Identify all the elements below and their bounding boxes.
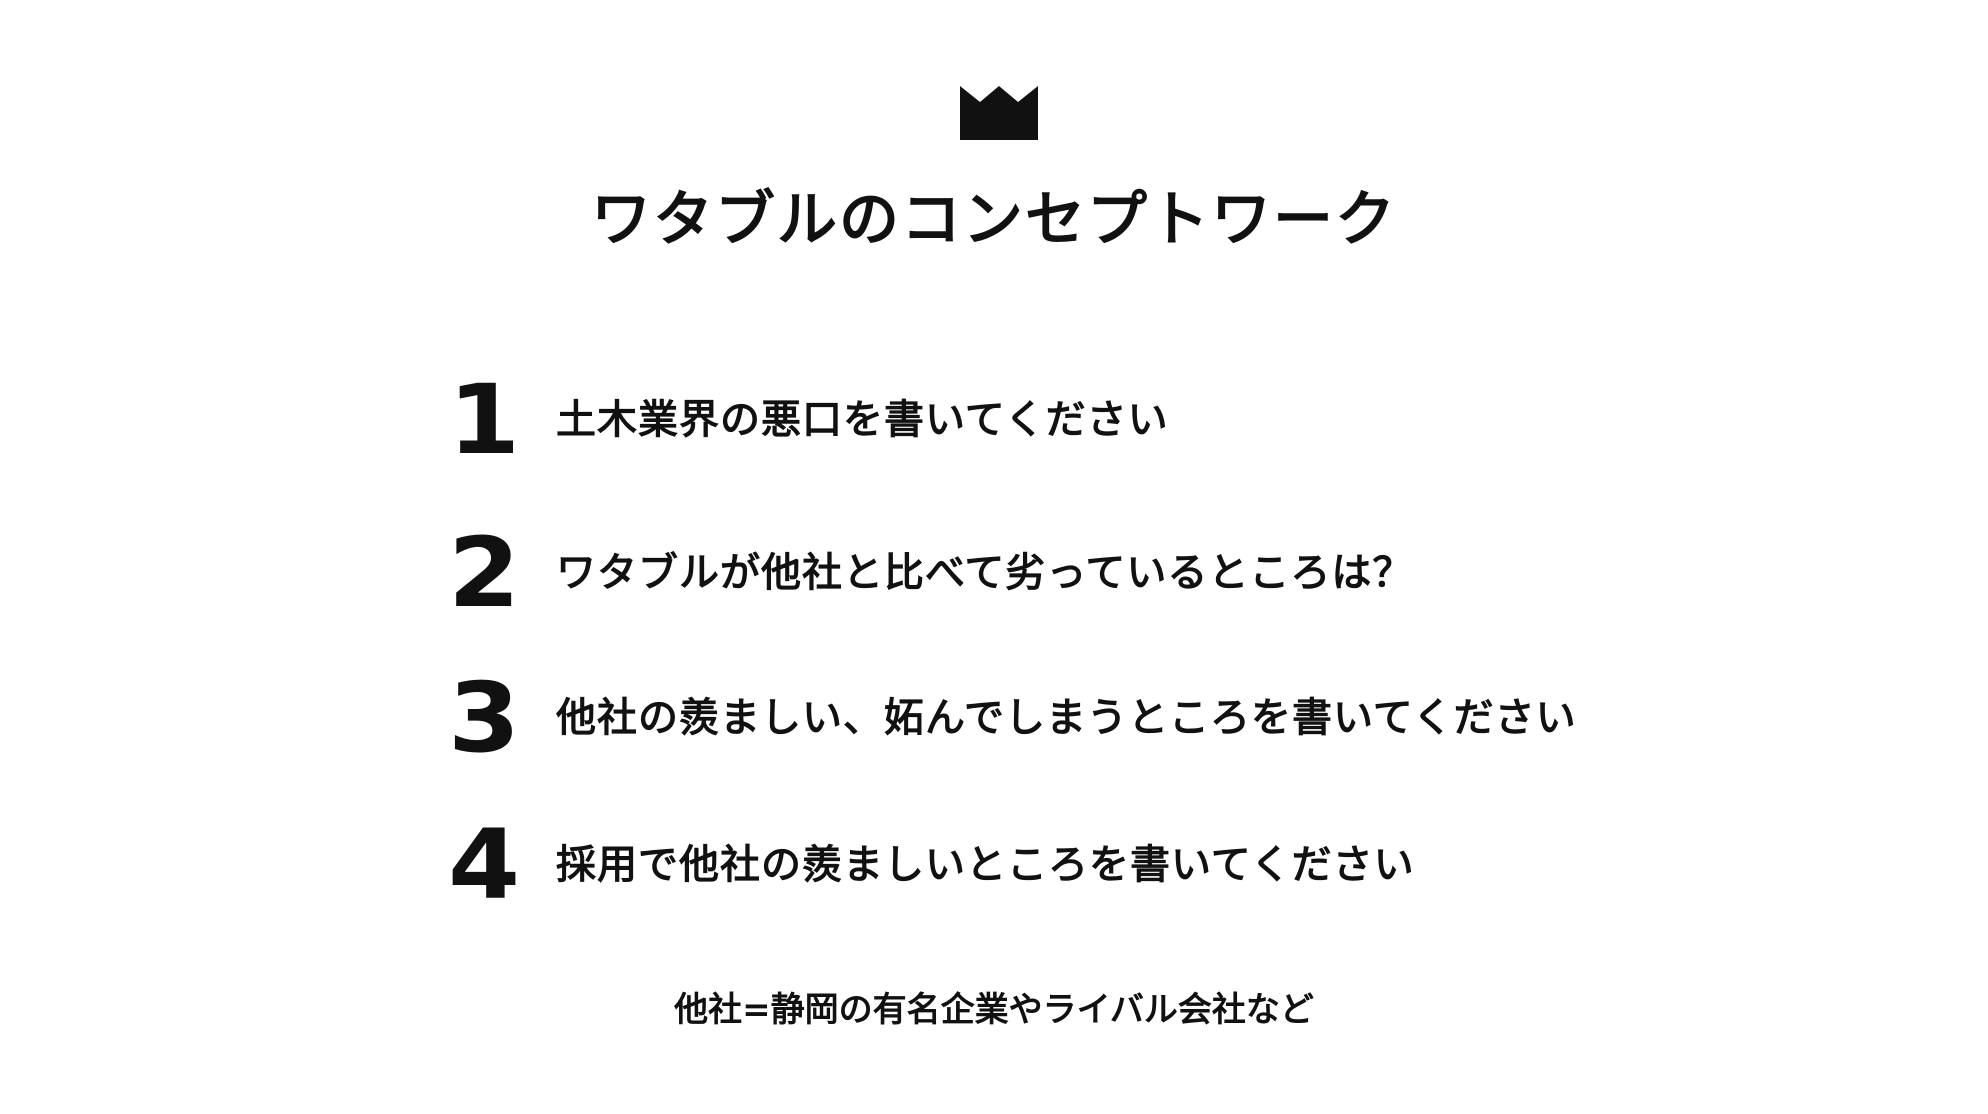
list-item: 3 他社の羨ましい、妬んでしまうところを書いてください xyxy=(448,662,1577,774)
list-item: 2 ワタブルが他社と比べて劣っているところは？ xyxy=(448,517,1414,629)
item-number: 2 xyxy=(448,517,521,629)
page-title: ワタブルのコンセプトワーク xyxy=(591,185,1397,255)
item-text: 採用で他社の羨ましいところを書いてください xyxy=(556,842,1415,888)
footnote: 他社=静岡の有名企業やライバル会社など xyxy=(674,990,1314,1030)
crown-icon xyxy=(960,86,1038,140)
item-number: 4 xyxy=(448,809,521,921)
item-text: 他社の羨ましい、妬んでしまうところを書いてください xyxy=(556,695,1577,741)
item-number: 3 xyxy=(448,662,521,774)
item-text: 土木業界の悪口を書いてください xyxy=(556,397,1169,443)
list-item: 1 土木業界の悪口を書いてください xyxy=(448,364,1169,476)
item-number: 1 xyxy=(448,364,521,476)
item-text: ワタブルが他社と比べて劣っているところは？ xyxy=(556,550,1414,596)
list-item: 4 採用で他社の羨ましいところを書いてください xyxy=(448,809,1415,921)
